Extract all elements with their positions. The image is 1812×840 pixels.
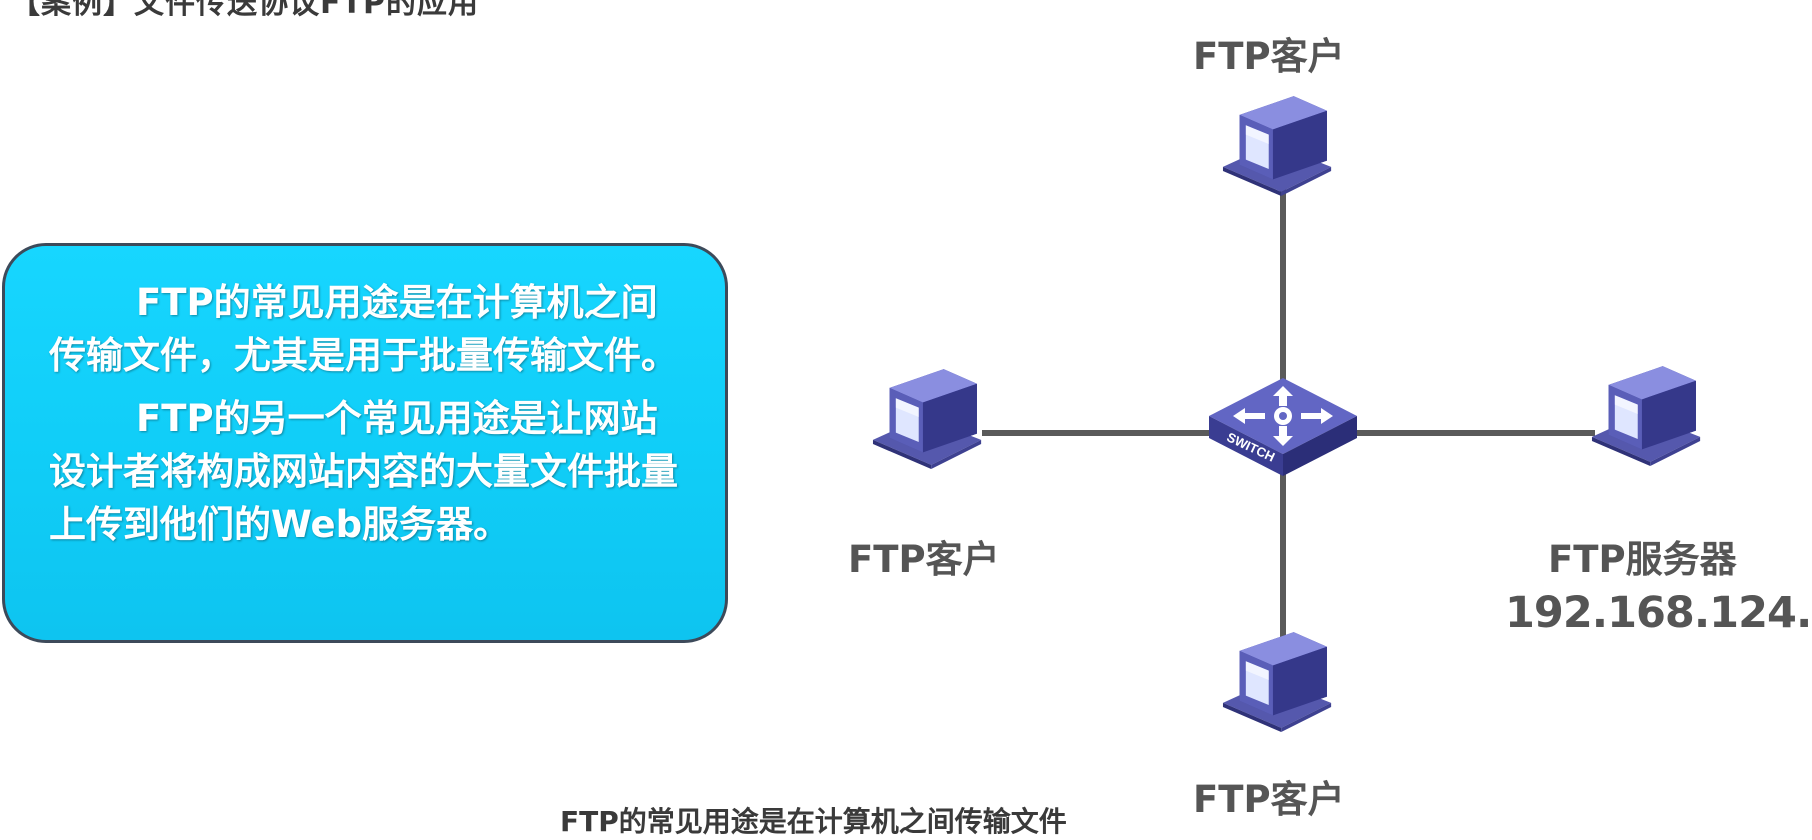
slide-title: 【案例】文件传送协议FTP的应用 <box>10 0 479 21</box>
info-paragraph-2: FTP的另一个常见用途是让网站设计者将构成网站内容的大量文件批量上传到他们的We… <box>49 397 678 546</box>
info-paragraph-1: FTP的常见用途是在计算机之间传输文件，尤其是用于批量传输文件。 <box>49 281 678 377</box>
info-box: FTP的常见用途是在计算机之间传输文件，尤其是用于批量传输文件。 FTP的另一个… <box>2 243 728 643</box>
server-icon <box>1591 366 1701 466</box>
slide-caption: FTP的常见用途是在计算机之间传输文件 <box>560 805 1067 838</box>
label-server: FTP服务器 <box>1548 538 1737 581</box>
network-diagram: SWITCH <box>872 96 1701 732</box>
label-client-left: FTP客户 <box>848 538 1000 581</box>
label-client-top: FTP客户 <box>1193 35 1345 78</box>
label-client-bottom: FTP客户 <box>1193 778 1345 821</box>
server-ip: 192.168.124.16 <box>1505 588 1812 638</box>
computer-icon-top <box>1222 96 1332 196</box>
computer-icon-left <box>872 369 982 469</box>
computer-icon-bottom <box>1222 632 1332 732</box>
network-links <box>982 175 1595 640</box>
switch-icon: SWITCH <box>1209 378 1357 476</box>
